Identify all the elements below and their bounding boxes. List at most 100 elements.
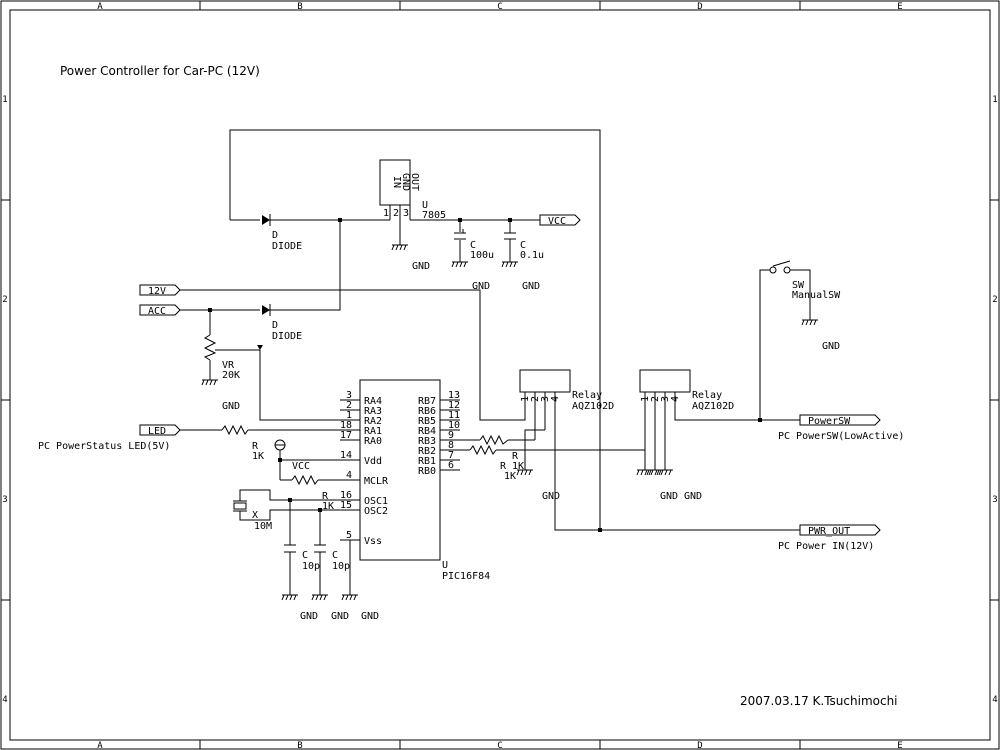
- mcu-pin-name: RB3: [418, 436, 436, 447]
- mcu-pin-name: RB5: [418, 416, 436, 427]
- gnd-label: GND: [522, 281, 540, 292]
- mcu-pin-name: RA4: [364, 396, 382, 407]
- regulator-7805: IN GND OUT 1 2 3 U 7805: [379, 159, 446, 221]
- mcu-pin-number: 4: [346, 470, 352, 481]
- relay-pin-num: 4: [670, 396, 681, 402]
- mcu-pin-name: RB7: [418, 396, 436, 407]
- mcu-pin-name: OSC1: [364, 496, 388, 507]
- mcu-pin-name: Vdd: [364, 456, 382, 467]
- mcu-pin-number: 12: [448, 400, 460, 411]
- mcu-pin-number: 8: [448, 440, 454, 451]
- junction-dot: [598, 528, 602, 532]
- junction-dot: [338, 218, 342, 222]
- crystal-value: 10M: [254, 521, 272, 532]
- switch-value: ManualSW: [792, 290, 841, 301]
- junction-dot: [278, 458, 282, 462]
- port-label: PowerSW: [808, 416, 851, 427]
- mcu-pin-name: RB4: [418, 426, 436, 437]
- relay-ref: Relay: [692, 390, 722, 401]
- port-12v: 12V: [139, 284, 181, 297]
- mcu-part: PIC16F84: [442, 571, 490, 582]
- ground-symbol: [311, 594, 328, 601]
- mcu-pin-number: 6: [448, 460, 454, 471]
- relay-pin-num: 3: [540, 396, 551, 402]
- mcu-pin-number: 3: [346, 390, 352, 401]
- mcu-pin-name: Vss: [364, 536, 382, 547]
- regulator-pin-num: 3: [403, 208, 409, 219]
- relay-part: AQZ102D: [692, 401, 734, 412]
- gnd-label: GND: [822, 341, 840, 352]
- regulator-pin-name: OUT: [409, 173, 420, 191]
- junction-dot: [208, 308, 212, 312]
- diode-ref: D: [272, 230, 278, 241]
- gnd-label: GND: [660, 491, 678, 502]
- frame-row-label: 3: [992, 495, 997, 505]
- regulator-part: 7805: [422, 210, 446, 221]
- mcu-pin-number: 1: [346, 410, 352, 421]
- resistor-mclr: [291, 474, 319, 486]
- frame-row-label: 2: [2, 295, 7, 305]
- vr-ref: VR: [222, 360, 235, 371]
- ground-symbol: [281, 594, 298, 601]
- port-led: LED PC PowerStatus LED(5V): [38, 424, 181, 452]
- crystal-ref: X: [252, 510, 258, 521]
- ground-symbol: [391, 244, 408, 251]
- gnd-label: GND: [222, 401, 240, 412]
- mcu-pin-number: 5: [346, 530, 352, 541]
- vcc-pullup: VCC: [274, 439, 310, 472]
- regulator-ref: U: [422, 200, 428, 211]
- mcu-pin-name: RB2: [418, 446, 436, 457]
- relay-pin-num: 2: [650, 396, 661, 402]
- regulator-pin-name: IN: [391, 176, 402, 188]
- cap-value: 10p: [332, 561, 350, 572]
- mcu-pin-name: OSC2: [364, 506, 388, 517]
- cap-value: 0.1u: [520, 250, 544, 261]
- mcu-pin-number: 13: [448, 390, 460, 401]
- port-label: LED: [148, 426, 166, 437]
- port-pwr-out: PWR_OUT PC Power IN(12V): [778, 524, 881, 552]
- frame-row-label: 3: [2, 495, 7, 505]
- regulator-pin-num: 1: [383, 208, 389, 219]
- resistor-value: 1K: [504, 471, 516, 482]
- mcu-pin-name: RA0: [364, 436, 382, 447]
- gnd-label: GND: [361, 611, 379, 622]
- mcu-pin-name: RA2: [364, 416, 382, 427]
- port-description: PC PowerStatus LED(5V): [38, 441, 170, 452]
- frame-col-label: D: [697, 2, 702, 12]
- mcu-pin-number: 14: [340, 450, 352, 461]
- mcu-pin-name: RA3: [364, 406, 382, 417]
- port-label: PWR_OUT: [808, 526, 850, 537]
- mcu-pin-name: RB6: [418, 406, 436, 417]
- resistor-rb2: R 1K: [469, 444, 516, 482]
- osc-resistor-value: 1K: [322, 501, 334, 512]
- resistor-ref: R: [252, 441, 259, 452]
- relay-pin-num: 1: [640, 396, 651, 402]
- capacitor-osc1: C 10p: [284, 544, 320, 572]
- wires: [180, 129, 811, 595]
- schematic-title: Power Controller for Car-PC (12V): [60, 64, 260, 78]
- mcu-pin-number: 2: [346, 400, 352, 411]
- capacitor-0.1u: C 0.1u: [504, 232, 544, 261]
- frame-row-label: 2: [992, 295, 997, 305]
- mcu-pin-name: RB0: [418, 466, 436, 477]
- ground-labels: GND GND GND GND GND GND GND GND GND GND …: [222, 261, 840, 622]
- resistor-value: 1K: [252, 451, 264, 462]
- frame-col-label: B: [297, 2, 302, 12]
- ground-symbol: [656, 469, 673, 476]
- ground-symbol: [801, 319, 818, 326]
- gnd-label: GND: [300, 611, 318, 622]
- junction-dot: [508, 218, 512, 222]
- frame-row-label: 1: [992, 95, 997, 105]
- cap-value: 100u: [470, 250, 494, 261]
- vcc-label: VCC: [292, 461, 310, 472]
- mcu-pin-number: 17: [340, 430, 352, 441]
- author-signature: 2007.03.17 K.Tsuchimochi: [740, 694, 898, 708]
- diode-value: DIODE: [272, 241, 302, 252]
- switch-ref: SW: [792, 280, 805, 291]
- resistor-rb3: R 1K: [479, 434, 524, 472]
- junction-dots: [208, 218, 762, 532]
- diode-value: DIODE: [272, 331, 302, 342]
- frame-col-label: C: [497, 741, 502, 750]
